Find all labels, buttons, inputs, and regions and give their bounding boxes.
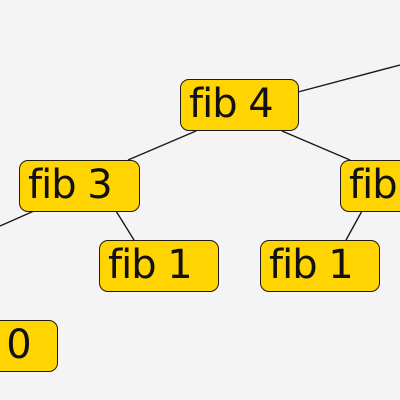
node-fib-1-left: fib 1 <box>99 240 219 292</box>
edge-fib3-fib1 <box>115 210 135 241</box>
edge-fib4-fib2 <box>281 130 351 161</box>
edge-fib3-left-child <box>0 210 35 227</box>
node-fib-3: fib 3 <box>19 160 140 212</box>
node-fib-4: fib 4 <box>180 79 299 131</box>
edge-fib2-fib1 <box>345 210 363 241</box>
node-fib-2: fib 2 <box>340 160 400 212</box>
node-fib-1-right: fib 1 <box>260 240 380 292</box>
edge-parent-fib4 <box>297 64 400 93</box>
node-fib-0: fib 0 <box>0 320 58 372</box>
edge-fib4-fib3 <box>127 130 197 161</box>
